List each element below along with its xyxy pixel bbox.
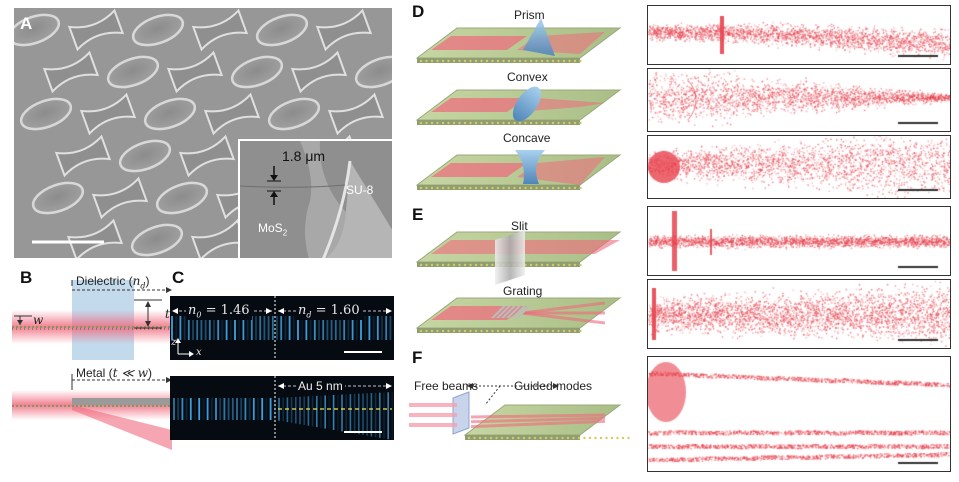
convex-lens-shape: [512, 86, 542, 122]
scatter-prism: [648, 6, 950, 64]
grating-shape: [491, 306, 531, 318]
schematics-column: [409, 18, 630, 440]
label-t: t: [165, 307, 170, 321]
scatter-slit: [648, 207, 950, 275]
image-slit: [647, 206, 951, 276]
label-metal: Metal (t ≪ w): [76, 366, 152, 380]
panel-label-f: F: [412, 348, 423, 367]
inset-graphic: [240, 141, 392, 258]
field-map-metal: Au 5 nm: [170, 376, 394, 440]
panel-label-c: C: [172, 268, 185, 287]
panel-label-a: A: [20, 14, 33, 33]
scatter-convex: [648, 69, 950, 131]
scatter-concave: [648, 136, 950, 198]
label-grating: Grating: [503, 284, 543, 298]
inset-thickness-label: 1.8 μm: [282, 148, 326, 164]
sem-inset: 1.8 μm MoS2 SU-8: [238, 139, 394, 260]
label-slit: Slit: [511, 219, 528, 233]
concave-lens-shape: [515, 150, 545, 184]
image-prism: [647, 5, 951, 65]
inset-su8-label: SU-8: [346, 183, 374, 197]
inset-mos2-label: MoS2: [258, 221, 288, 238]
label-guided-modes: Guided modes: [514, 379, 593, 393]
slit-shape: [495, 230, 525, 285]
panel-b-schematics: [12, 280, 172, 450]
prism-shape: [523, 18, 555, 56]
image-concave: [647, 135, 951, 199]
panel-label-b: B: [20, 268, 33, 287]
label-w: w: [33, 313, 44, 327]
scatter-coupling: [648, 357, 950, 471]
panel-label-d: D: [412, 2, 425, 21]
n0-label: n0 = 1.46: [186, 303, 252, 320]
field-map-dielectric: n0 = 1.46 nd = 1.60 z x: [170, 296, 394, 360]
scatter-grating: [648, 280, 950, 348]
label-prism: Prism: [514, 8, 545, 22]
au-label: Au 5 nm: [296, 379, 345, 393]
image-convex: [647, 68, 951, 132]
nd-label: nd = 1.60: [296, 303, 362, 320]
axis-z-label: z: [171, 337, 177, 348]
label-free-beams: Free beams: [414, 379, 479, 393]
label-dielectric: Dielectric (nd): [76, 274, 150, 291]
axis-x-label: x: [196, 347, 202, 358]
image-grating: [647, 279, 951, 349]
panel-label-e: E: [412, 205, 424, 224]
label-concave: Concave: [503, 131, 551, 145]
label-convex: Convex: [507, 70, 548, 84]
image-coupling: [647, 356, 951, 472]
